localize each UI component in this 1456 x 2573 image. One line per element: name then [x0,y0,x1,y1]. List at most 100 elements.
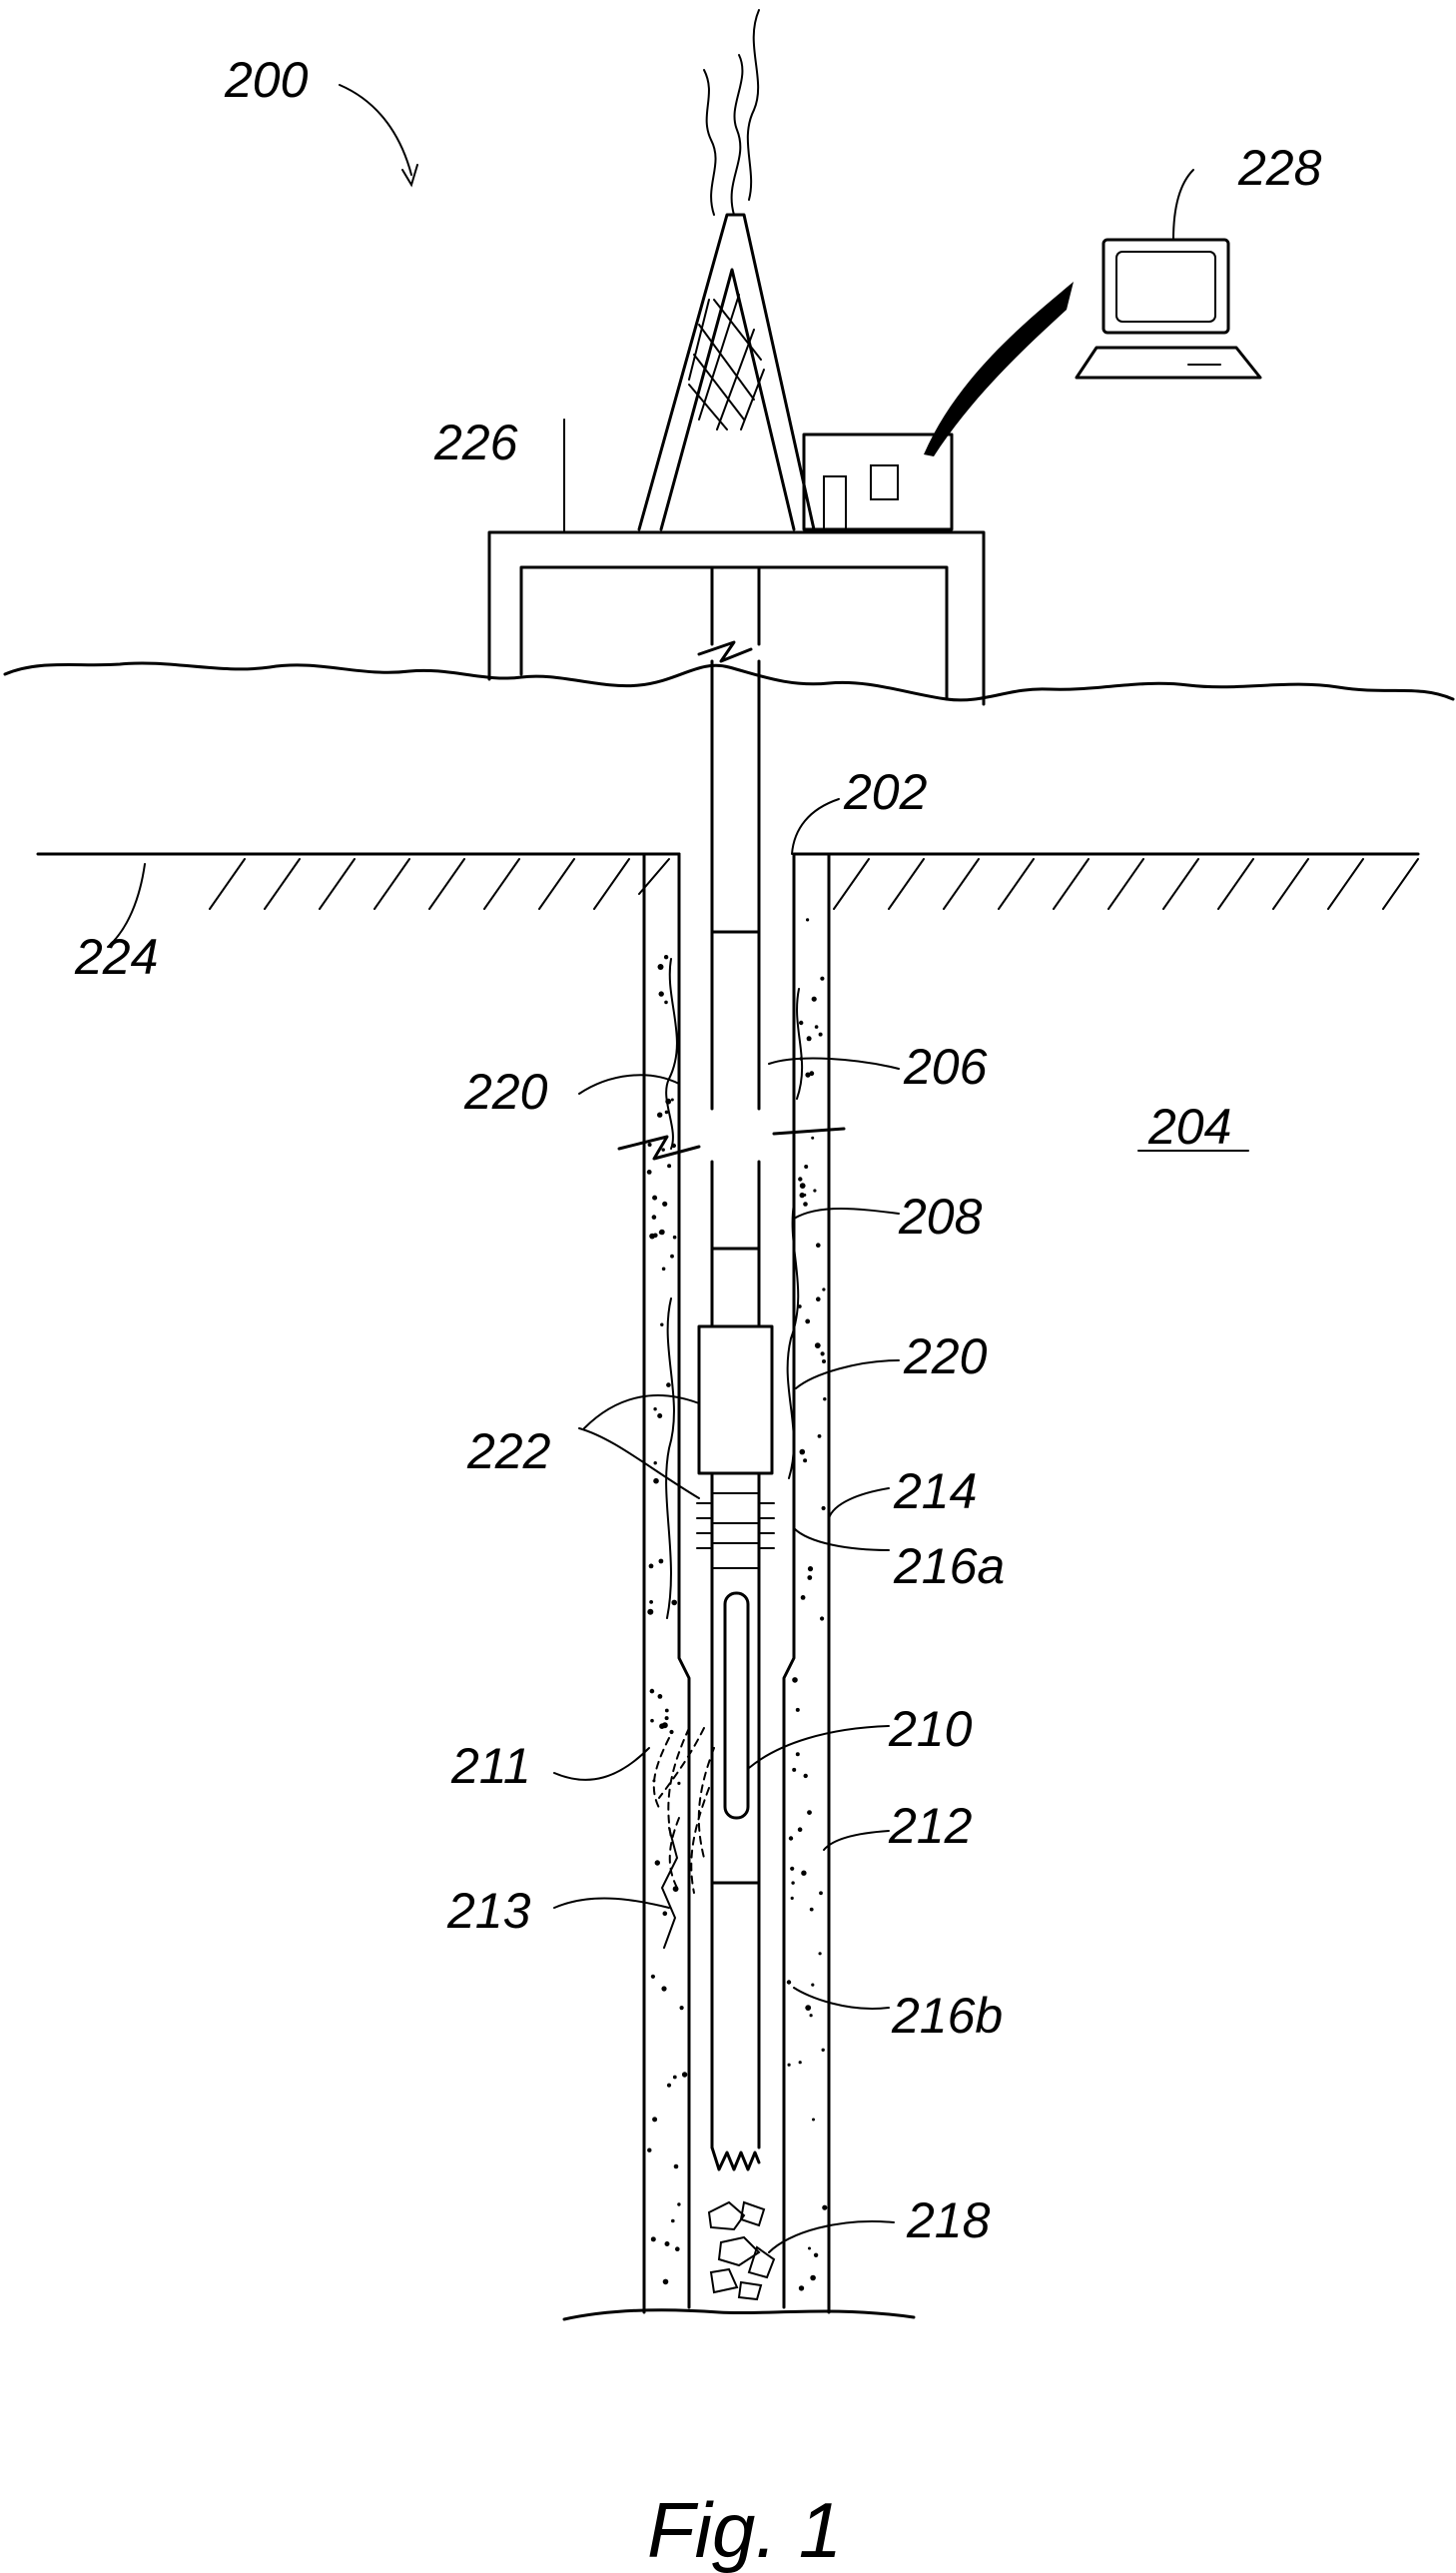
cement-speckle [649,1600,653,1604]
cement-speckle [821,1505,826,1511]
label-220-upper: 220 [463,1064,548,1120]
cement-speckle [804,1165,809,1169]
cement-speckle [790,1896,794,1900]
derrick [637,213,816,531]
cement-speckle [811,1136,815,1140]
cement-speckle [657,1112,663,1118]
cement-speckle [799,1448,806,1455]
cement-speckle [654,1860,660,1866]
cement-cracks [665,958,804,1619]
cement-speckle [813,1189,817,1193]
cement-speckle [788,1836,794,1841]
cement-speckle [664,1110,669,1115]
cement-speckle [805,1318,811,1324]
label-218: 218 [906,2192,991,2248]
formation-fracture [660,1827,679,1949]
cement-speckle [649,1233,655,1240]
label-216b: 216b [891,1988,1003,2044]
cement-speckle [658,1231,663,1235]
cement-speckle [657,964,664,970]
cement-speckle [675,2246,680,2251]
cement-speckle [798,2285,805,2291]
label-212: 212 [888,1798,973,1854]
cement-speckle [792,1677,798,1683]
cement-speckle [818,1952,822,1956]
cement-speckle [653,1407,657,1411]
cement-speckle [808,2246,811,2250]
cement-speckle [797,1827,803,1832]
cement-speckle [672,2075,677,2080]
cement-speckle [652,2117,658,2123]
cement-speckle [795,1752,800,1757]
cement-speckle [672,1235,677,1240]
cement-speckle [792,1767,797,1772]
cement-speckle [660,1322,664,1326]
cement-speckle [803,1202,808,1207]
leader-lines [107,84,1249,2253]
rig-platform [487,530,986,706]
cement-speckle [669,1729,674,1735]
data-link [924,282,1074,456]
label-224: 224 [74,929,158,985]
ground-surface [3,661,1455,702]
cement-speckle [787,2063,791,2067]
cement-speckle [820,1351,825,1356]
cement-speckle [822,1359,826,1363]
cement-speckle [820,1616,825,1621]
cement-speckle [821,2048,825,2052]
figure-caption: Fig. 1 [647,2486,842,2573]
label-213: 213 [446,1883,531,1939]
cement-speckle [816,1296,821,1301]
cement-speckle [661,1148,665,1152]
cement-speckle [810,2274,816,2281]
cement-speckle [786,1980,792,1985]
cement-speckle [666,2083,672,2088]
cement-speckle [803,1773,808,1779]
cement-speckle [661,1722,668,1729]
cement-speckle [812,2118,815,2122]
earth-hatch [36,852,1420,910]
cement-speckle [662,1911,668,1916]
cement-speckle [661,1267,666,1272]
cement-speckle [800,1595,806,1600]
cement-speckle [667,1164,672,1169]
cement-speckle [677,2202,681,2206]
bottom-hole [562,2308,916,2321]
cement-speckle [807,1810,812,1815]
cement-speckle [663,955,669,960]
cement-speckle [823,1397,827,1401]
cement-speckles [646,918,828,2291]
cement-speckle [798,2061,802,2065]
cement-speckle [647,1608,654,1615]
cement-speckle [647,2147,652,2152]
cement-speckle [650,2236,656,2242]
label-220-lower: 220 [903,1328,988,1384]
cement-speckle [798,1177,803,1182]
perforations [652,1727,715,1894]
cement-speckle [807,1566,814,1572]
cement-speckle [799,1183,806,1189]
label-216a: 216a [893,1538,1005,1594]
cement-speckle [806,1036,812,1042]
cuttings [707,2200,776,2301]
label-226: 226 [433,415,518,470]
cement-speckle [670,1098,674,1102]
control-house [802,432,954,531]
label-210: 210 [888,1701,973,1757]
cement-speckle [658,1558,664,1564]
cement-speckle [662,1201,668,1207]
cement-speckle [822,2204,828,2210]
cement-speckle [803,1458,808,1463]
label-204: 204 [1147,1099,1231,1155]
label-211: 211 [450,1738,531,1794]
cement-speckle [651,1215,657,1220]
cement-speckle [646,1170,652,1175]
label-202: 202 [843,764,928,820]
cement-speckle [806,918,810,922]
smoke [703,9,760,216]
cement-speckle [809,1907,814,1912]
cement-speckle [818,1032,823,1037]
label-214: 214 [893,1463,977,1519]
cement-speckle [809,2014,813,2018]
cement-speckle [657,1694,663,1699]
